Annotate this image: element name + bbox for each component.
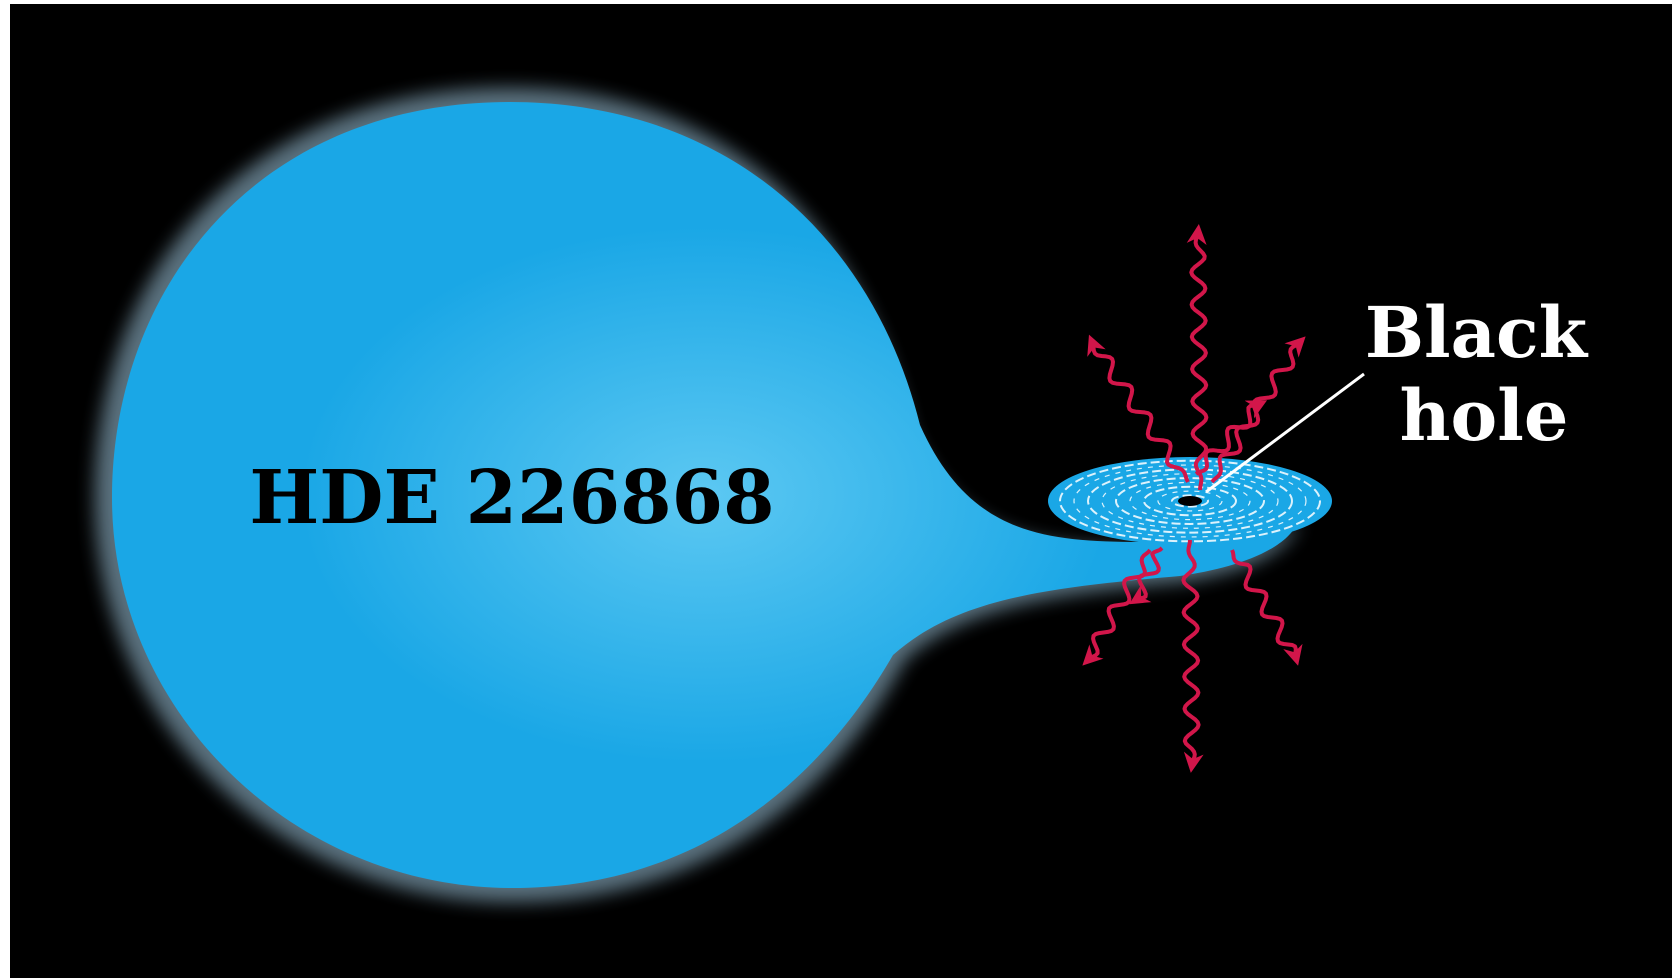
disk-ring [1101,473,1279,529]
radiation-arrow [1087,334,1190,483]
radiation-arrow [1230,549,1303,666]
star-hde-226868 [95,88,1300,902]
x-ray-radiation [1082,224,1306,773]
disk-ring [1087,468,1293,534]
radiation-arrow [1186,224,1209,491]
black-hole-pointer-line [1205,372,1365,494]
disk-ring [1115,477,1265,525]
disk-ring [1157,490,1223,512]
black-hole-core [1178,496,1202,506]
black-hole-label-line1: Black [1365,291,1589,374]
black-hole-label-line2: hole [1400,374,1569,457]
accretion-disk [1048,457,1332,545]
radiation-arrow [1181,539,1204,773]
star-body [112,102,1298,888]
radiation-arrow [1082,548,1152,666]
star-label: HDE 226868 [249,455,774,541]
disk-ring [1129,481,1251,521]
disk-ring [1073,464,1307,538]
disk-ring [1171,494,1209,508]
radiation-arrow [1129,546,1164,605]
radiation-arrow [1194,400,1268,476]
disk-ring [1143,485,1237,517]
